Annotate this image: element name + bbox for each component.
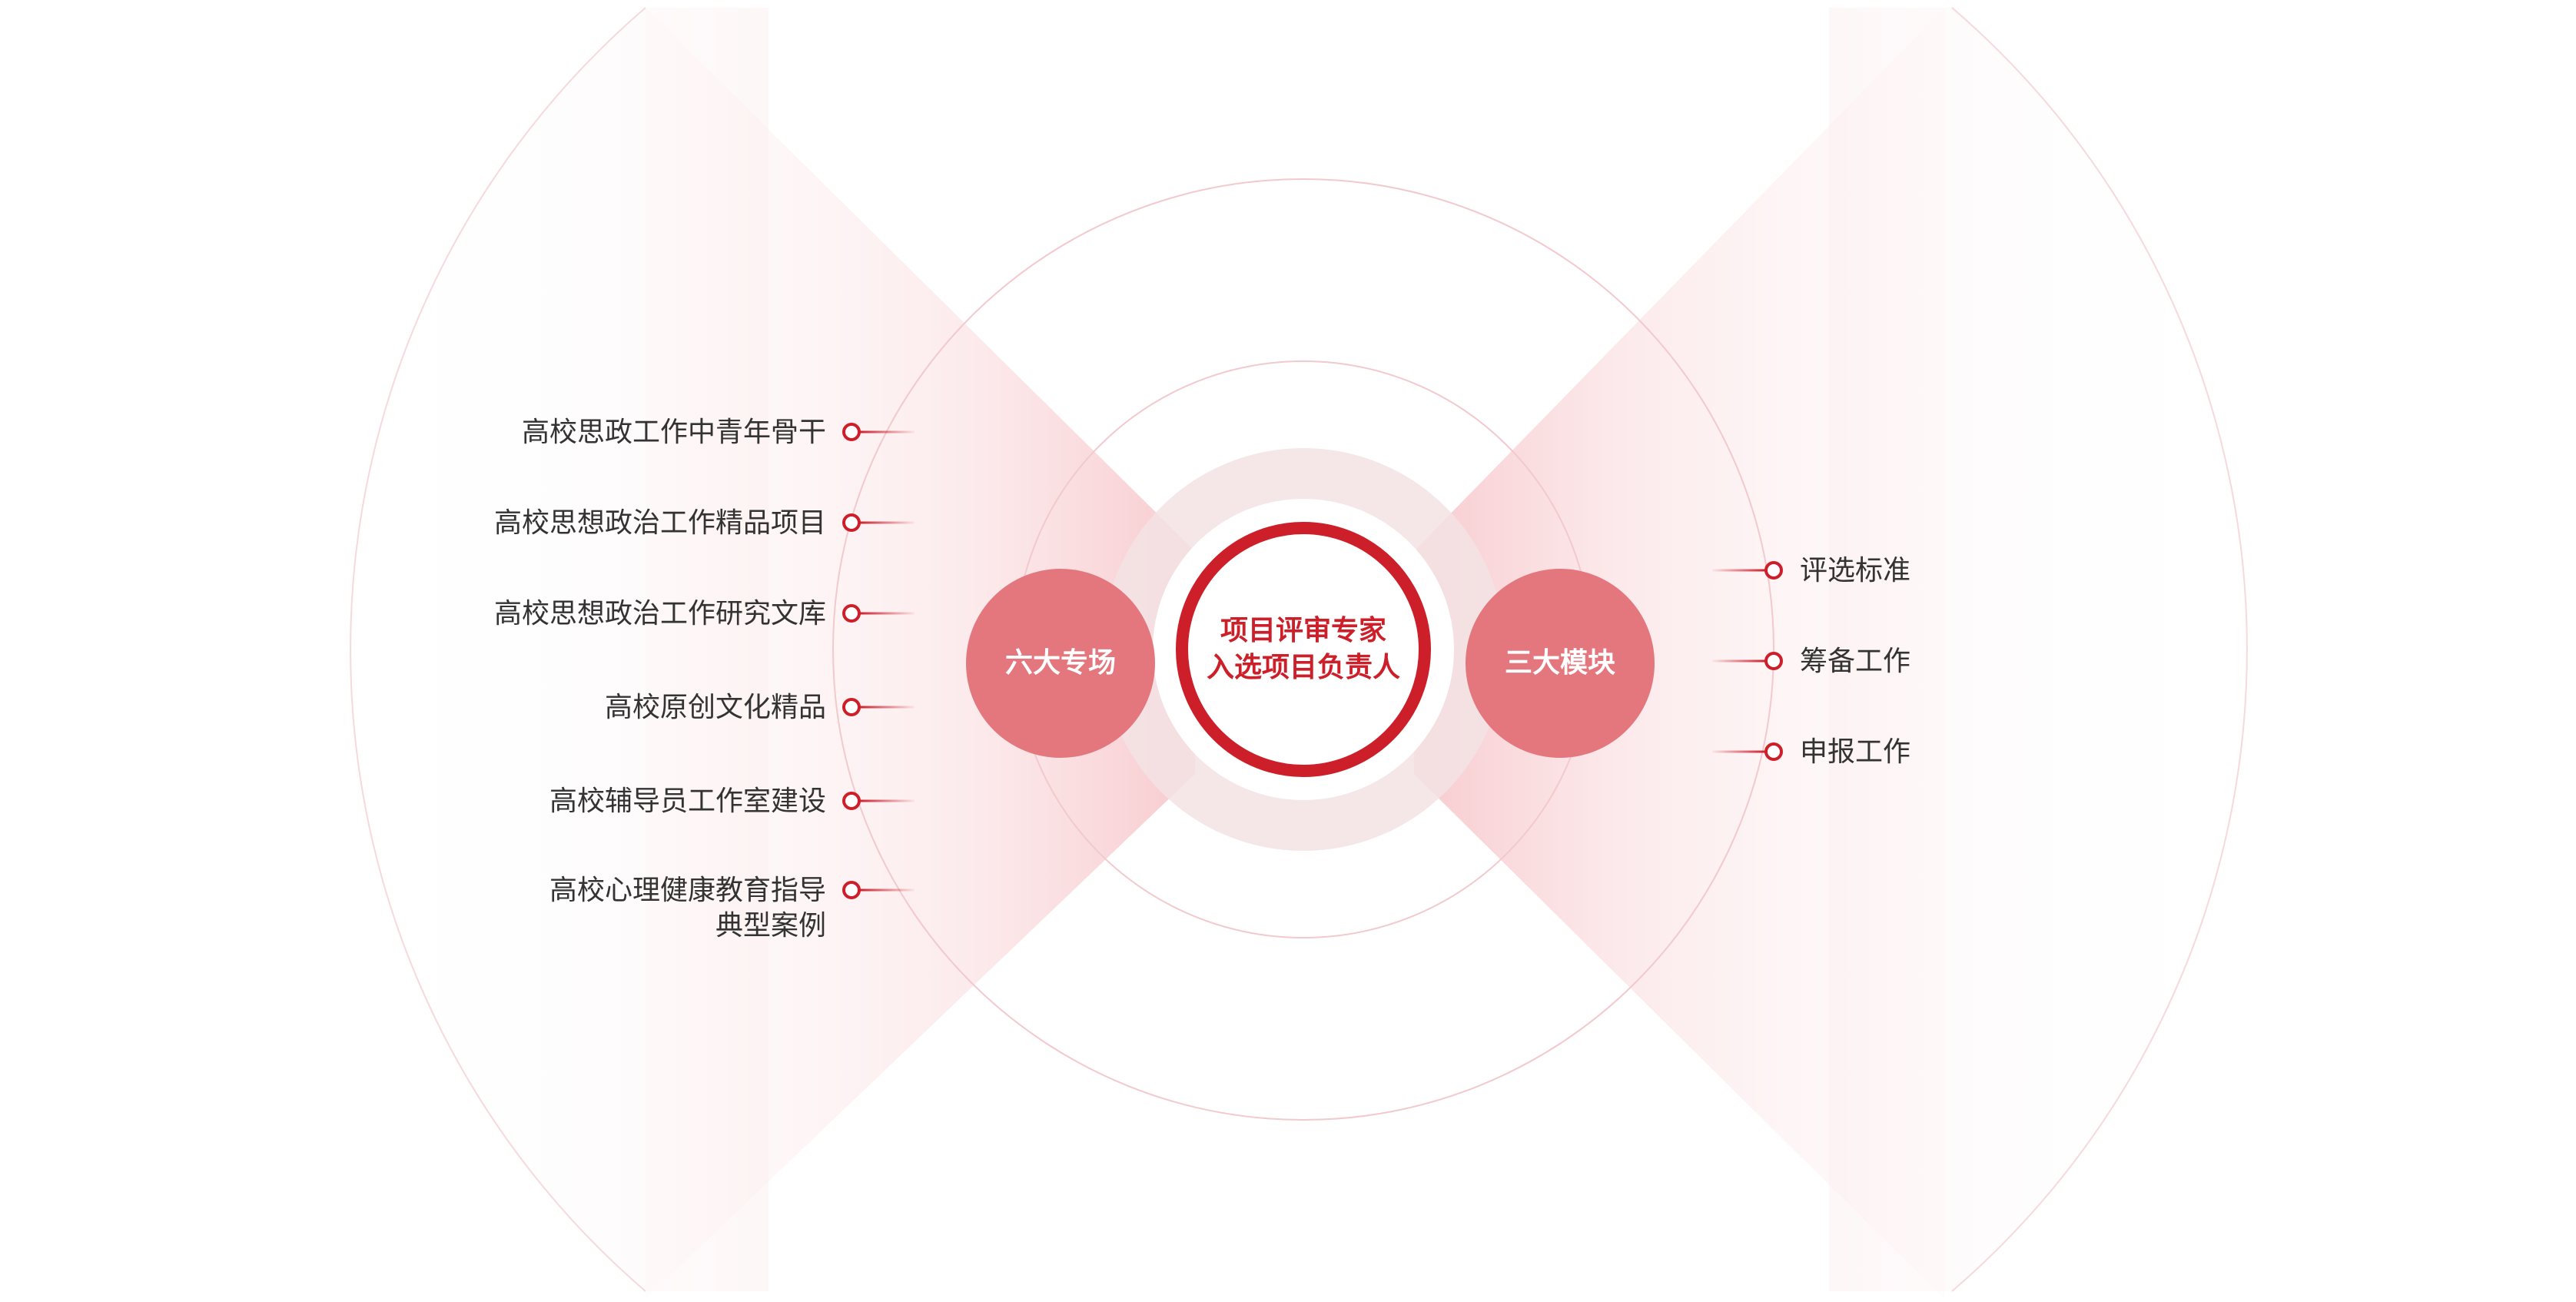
center-label-line-2: 入选项目负责人: [1206, 652, 1400, 683]
left-connector-4-line: [859, 799, 915, 802]
center-label-line-1: 项目评审专家: [1220, 615, 1386, 646]
left-item: 高校原创文化精品: [461, 690, 826, 726]
left-item-text: 高校思政工作中青年骨干: [521, 417, 826, 448]
left-item-text: 典型案例: [715, 910, 826, 942]
right-item-text: 申报工作: [1800, 736, 1911, 768]
left-connector-5-dot: [842, 881, 861, 899]
right-hub-circle: [1466, 569, 1655, 758]
center-red-ring: [1176, 522, 1431, 777]
left-connector-4-dot: [842, 792, 861, 810]
item-connectors: [842, 423, 1783, 899]
left-connector-0-dot: [842, 423, 861, 441]
left-item: 高校心理健康教育指导 典型案例: [461, 873, 826, 944]
right-connector-0-line: [1712, 569, 1766, 572]
right-item-text: 评选标准: [1800, 555, 1911, 586]
left-connector-3-dot: [842, 698, 861, 716]
left-item: 高校思想政治工作研究文库: [461, 596, 826, 632]
left-item-text: 高校原创文化精品: [604, 692, 826, 723]
right-item: 评选标准: [1800, 553, 2030, 589]
ring-outer: [832, 178, 1774, 1121]
left-connector-2-line: [859, 612, 915, 615]
right-wing: [1414, 8, 1944, 1299]
left-connector-1-line: [859, 521, 915, 524]
right-connector-1-dot: [1764, 652, 1783, 670]
left-hub-circle: [966, 569, 1155, 758]
left-connector-0-line: [859, 430, 915, 433]
center-label: 项目评审专家 入选项目负责人: [1188, 613, 1419, 686]
left-connector-1-dot: [842, 513, 861, 532]
right-item: 筹备工作: [1800, 644, 2030, 679]
right-outer-arc: [1951, 7, 2248, 1292]
left-item: 高校辅导员工作室建设: [461, 784, 826, 819]
right-hub-label: 三大模块: [1504, 647, 1615, 679]
right-item: 申报工作: [1800, 735, 2030, 770]
left-item: 高校思想政治工作精品项目: [461, 506, 826, 541]
right-item-text: 筹备工作: [1800, 646, 1911, 677]
left-item-text: 高校思想政治工作研究文库: [493, 598, 826, 629]
left-item-text: 高校思想政治工作精品项目: [493, 507, 826, 539]
right-connector-1-line: [1712, 659, 1766, 663]
left-connector-2-dot: [842, 604, 861, 623]
left-outer-arc: [350, 7, 646, 1292]
right-connector-0-dot: [1764, 561, 1783, 580]
right-connector-2-line: [1712, 750, 1766, 753]
left-connector-3-line: [859, 706, 915, 709]
left-connector-5-line: [859, 888, 915, 892]
left-hub-label: 六大专场: [1004, 647, 1116, 679]
left-item: 高校思政工作中青年骨干: [461, 415, 826, 450]
right-connector-2-dot: [1764, 742, 1783, 761]
left-item-text: 高校辅导员工作室建设: [549, 786, 826, 817]
left-item-text: 高校心理健康教育指导: [549, 875, 826, 906]
left-wing: [646, 8, 1195, 1299]
